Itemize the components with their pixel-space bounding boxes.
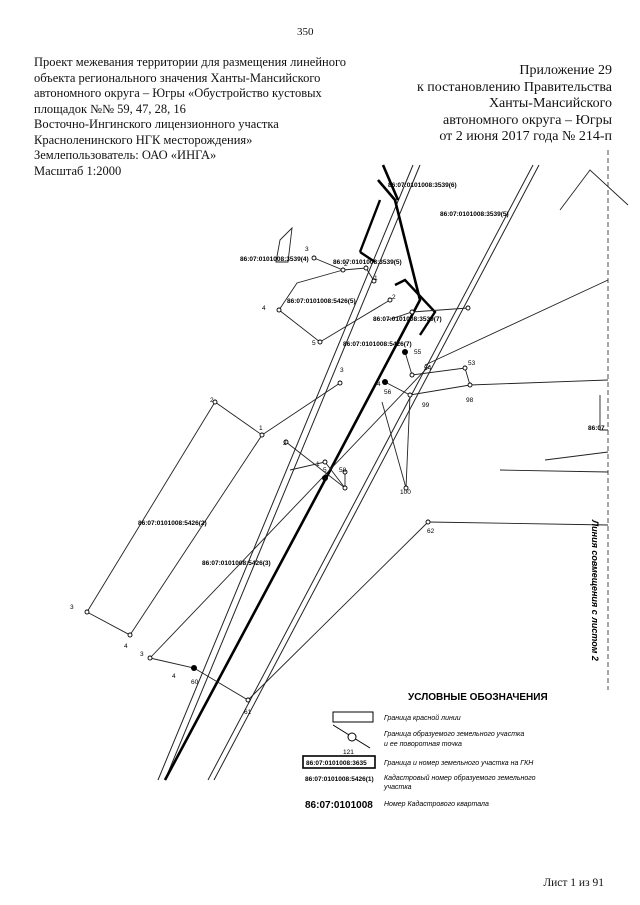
gkn-parcel-right xyxy=(544,451,609,461)
gkn-parcel-right xyxy=(499,469,609,473)
gkn-parcel-3539 xyxy=(358,199,382,253)
sheet-join-label: Линия совмещения с листом 2 xyxy=(590,519,600,661)
point-number: 55 xyxy=(414,349,422,356)
point-number: 61 xyxy=(244,709,252,716)
point-number: 5 xyxy=(323,467,327,474)
point-number: 60 xyxy=(191,679,199,686)
gkn-parcel-right xyxy=(559,169,629,211)
project-title: Проект межевания территории для размещен… xyxy=(34,55,364,179)
project-title-line: площадок №№ 59, 47, 28, 16 xyxy=(34,101,186,116)
point-number: 3 xyxy=(305,246,309,253)
parcel-label: 86:07:0101008:3539(4) xyxy=(240,256,309,263)
point-number: 99 xyxy=(422,402,430,409)
appendix-line: к постановлению Правительства xyxy=(416,79,612,95)
point-number: 4 xyxy=(172,673,176,680)
point-number: 100 xyxy=(400,489,411,496)
parcel-label: 86:07:0101008:5426(7) xyxy=(343,341,412,348)
appendix-line: Ханты-Мансийского xyxy=(488,96,612,111)
point-number: 5 xyxy=(312,340,316,347)
appendix-line: от 2 июня 2017 года № 214-п xyxy=(439,129,612,144)
project-title-line: Восточно-Ингинского лицензионного участк… xyxy=(34,117,279,131)
legend: УСЛОВНЫЕ ОБОЗНАЧЕНИЯ Граница красной лин… xyxy=(302,692,548,811)
formed-parcel-boundaries xyxy=(86,257,609,701)
parcel-label: 86:07:0101008:3539(5) xyxy=(440,211,509,218)
point-number: 58 xyxy=(339,467,347,474)
point-number: 56 xyxy=(384,389,392,396)
point-number: 2 xyxy=(210,397,214,404)
project-title-line: объекта регионального значения Ханты-Ман… xyxy=(34,70,321,85)
appendix-line: автономного округа – Югры xyxy=(443,112,612,128)
point-numbers: 3 2 1 4 5 2 55 53 54 3 4 56 99 98 2 1 2 … xyxy=(70,246,476,716)
appendix-line: Приложение 29 xyxy=(519,63,612,78)
parcel-label: 86:07:0101008:5426(2) xyxy=(138,520,207,527)
land-user: Землепользователь: ОАО «ИНГА» xyxy=(34,148,217,162)
point-number: 98 xyxy=(466,397,474,404)
legend-item: Кадастровый номер образуемого земельного xyxy=(384,774,536,782)
legend-quarter-sample: 86:07:0101008 xyxy=(305,800,373,811)
parcel-label: 86:07 xyxy=(588,425,605,432)
parcel-label: 86:07:0101008:3539(7) xyxy=(373,316,442,323)
legend-item: Граница образуемого земельного участка xyxy=(384,730,524,738)
sheet-number: Лист 1 из 91 xyxy=(543,877,604,889)
parcel-label: 86:07:0101008:3539(5) xyxy=(333,259,402,266)
legend-swatch-red-line xyxy=(332,711,374,723)
legend-point-sample: 121 xyxy=(343,749,354,756)
gkn-parcel-small xyxy=(275,226,293,263)
legend-item: Граница красной линии xyxy=(384,714,461,722)
legend-swatch-point xyxy=(347,732,357,742)
legend-title: УСЛОВНЫЕ ОБОЗНАЧЕНИЯ xyxy=(408,692,548,703)
parcel-label: 86:07:0101008:5426(3) xyxy=(202,560,271,567)
point-number: 1 xyxy=(316,461,320,468)
point-number: 53 xyxy=(468,360,476,367)
gkn-boundary xyxy=(359,251,376,263)
legend-gkn-sample: 86:07:0101008:3635 xyxy=(306,760,367,767)
gkn-parcel-right xyxy=(424,279,609,366)
legend-item: Номер Кадастрового квартала xyxy=(384,800,489,808)
point-number: 4 xyxy=(262,305,266,312)
map-scale: Масштаб 1:2000 xyxy=(34,163,122,178)
legend-swatch-gkn xyxy=(302,755,376,769)
point-number: 62 xyxy=(427,528,435,535)
point-number: 2 xyxy=(392,294,396,301)
point-number: 54 xyxy=(424,365,432,372)
legend-item: участка xyxy=(383,784,412,791)
parcel-label: 86:07:0101008:3539(6) xyxy=(388,182,457,189)
gkn-parcel-right xyxy=(599,395,608,431)
point-number: 3 xyxy=(70,604,74,611)
legend-item: и ее поворотная точка xyxy=(384,741,462,748)
red-line-boundary xyxy=(157,164,540,781)
legend-item: Граница и номер земельного участка на ГК… xyxy=(384,760,534,767)
parcel-label: 86:07:0101008:5426(5) xyxy=(287,298,356,305)
point-number: 3 xyxy=(140,651,144,658)
page-number: 350 xyxy=(297,26,314,38)
appendix-header: Приложение 29 к постановлению Правительс… xyxy=(417,63,612,146)
parcel-labels: 86:07:0101008:3539(6) 86:07:0101008:3539… xyxy=(138,182,605,567)
project-title-line: автономного округа – Югры «Обустройство … xyxy=(34,86,322,100)
gkn-boundary xyxy=(163,179,422,781)
point-number: 1 xyxy=(259,425,263,432)
legend-cad-sample: 86:07:0101008:5426(1) xyxy=(305,776,374,783)
gkn-parcel-3539-7 xyxy=(394,278,437,336)
project-title-line: Проект межевания территории для размещен… xyxy=(34,55,347,69)
point-number: 4 xyxy=(124,643,128,650)
key-points xyxy=(191,349,408,671)
point-number: 2 xyxy=(344,261,348,268)
point-number: 2 xyxy=(283,440,287,447)
gkn-boundary xyxy=(381,164,400,201)
point-number: 3 xyxy=(340,367,344,374)
point-number: 4 xyxy=(377,381,381,388)
point-number: 1 xyxy=(374,275,378,282)
project-title-line: Красноленинского НГК месторождения» xyxy=(34,132,253,147)
